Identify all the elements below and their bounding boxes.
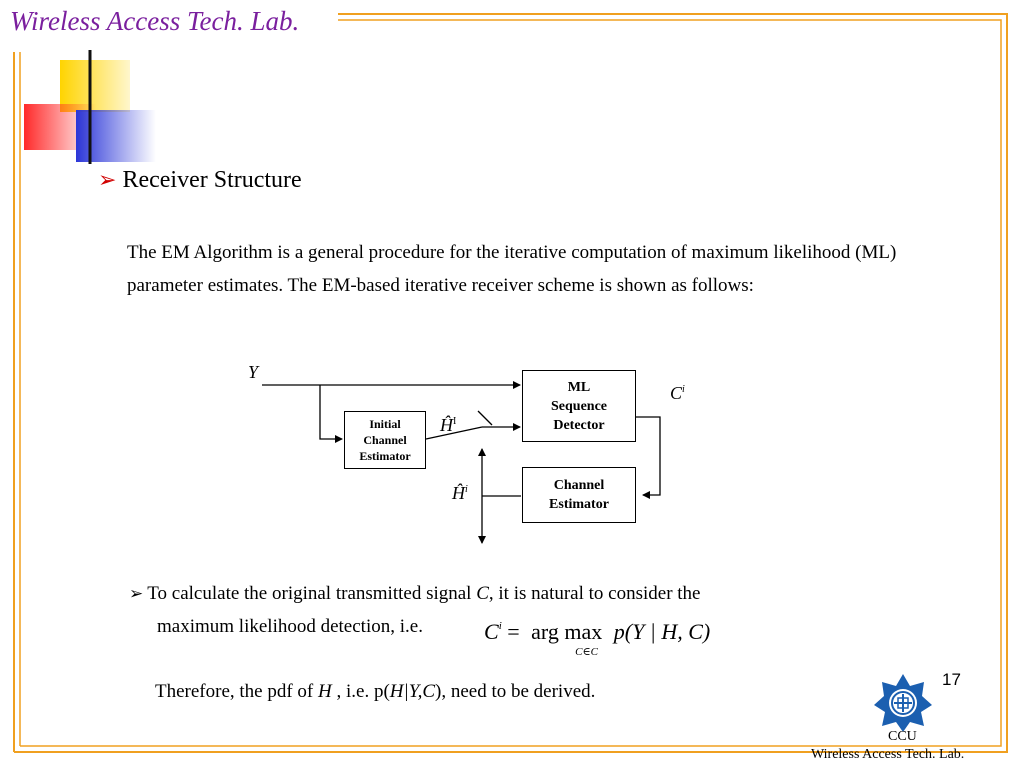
formula-op: arg max bbox=[531, 619, 603, 644]
bullet-detection-line2: maximum likelihood detection, i.e. bbox=[157, 616, 423, 637]
formula-eq: = bbox=[507, 619, 520, 644]
therefore-line: Therefore, the pdf of H , i.e. p(H|Y,C),… bbox=[155, 681, 595, 703]
therefore-post: ), need to be derived. bbox=[435, 681, 596, 702]
h-initial-label: ĤI bbox=[440, 415, 456, 436]
bullet-detection-pre: To calculate the original transmitted si… bbox=[147, 583, 477, 604]
bullet-detection-post: , it is natural to consider the bbox=[488, 583, 701, 604]
ml-detector-label: ML Sequence Detector bbox=[551, 379, 607, 433]
page-number: 17 bbox=[942, 670, 961, 689]
formula-sub: C∈C bbox=[575, 646, 598, 658]
receiver-diagram: ML Sequence Detector Initial Channel Est… bbox=[230, 355, 710, 555]
channel-estimator-box: Channel Estimator bbox=[522, 467, 636, 523]
diagram-wires bbox=[262, 381, 661, 544]
initial-estimator-box: Initial Channel Estimator bbox=[344, 411, 426, 469]
formula-lhs-sup: i bbox=[498, 620, 502, 632]
formula-rhs: p(Y | H, C) bbox=[613, 619, 711, 644]
output-c-label: Ci bbox=[670, 383, 685, 404]
channel-estimator-label: Channel Estimator bbox=[549, 478, 609, 512]
initial-estimator-label: Initial Channel Estimator bbox=[359, 417, 411, 463]
intro-paragraph: The EM Algorithm is a general procedure … bbox=[127, 242, 897, 296]
h-iter-sup: i bbox=[465, 484, 468, 495]
output-c-sup: i bbox=[682, 384, 685, 395]
bullet-detection-var: C bbox=[476, 583, 489, 604]
h-iter-text: Ĥ bbox=[452, 483, 465, 503]
section-heading: ➢Receiver Structure bbox=[98, 167, 302, 194]
therefore-arg: H|Y,C bbox=[389, 681, 435, 702]
bullet-detection: ➢To calculate the original transmitted s… bbox=[129, 583, 701, 605]
lab-title: Wireless Access Tech. Lab. bbox=[10, 6, 300, 36]
output-c-text: C bbox=[670, 383, 683, 403]
therefore-var: H bbox=[318, 681, 332, 702]
input-y-label: Y bbox=[248, 362, 259, 382]
h-initial-text: Ĥ bbox=[440, 415, 453, 435]
bullet-arrow-icon: ➢ bbox=[129, 584, 144, 603]
therefore-pre: Therefore, the pdf of bbox=[155, 681, 319, 702]
formula-lhs: C bbox=[484, 619, 499, 644]
bullet-arrow-icon: ➢ bbox=[98, 167, 117, 192]
therefore-mid: , i.e. p( bbox=[331, 681, 390, 702]
footer-org: CCU bbox=[888, 729, 917, 744]
ml-detector-box: ML Sequence Detector bbox=[522, 370, 636, 442]
footer-lab: Wireless Access Tech. Lab. bbox=[811, 747, 965, 762]
h-initial-sup: I bbox=[453, 416, 457, 427]
h-iter-label: Ĥi bbox=[452, 483, 468, 504]
ccu-logo-icon bbox=[874, 674, 932, 732]
heading-text: Receiver Structure bbox=[122, 167, 302, 193]
